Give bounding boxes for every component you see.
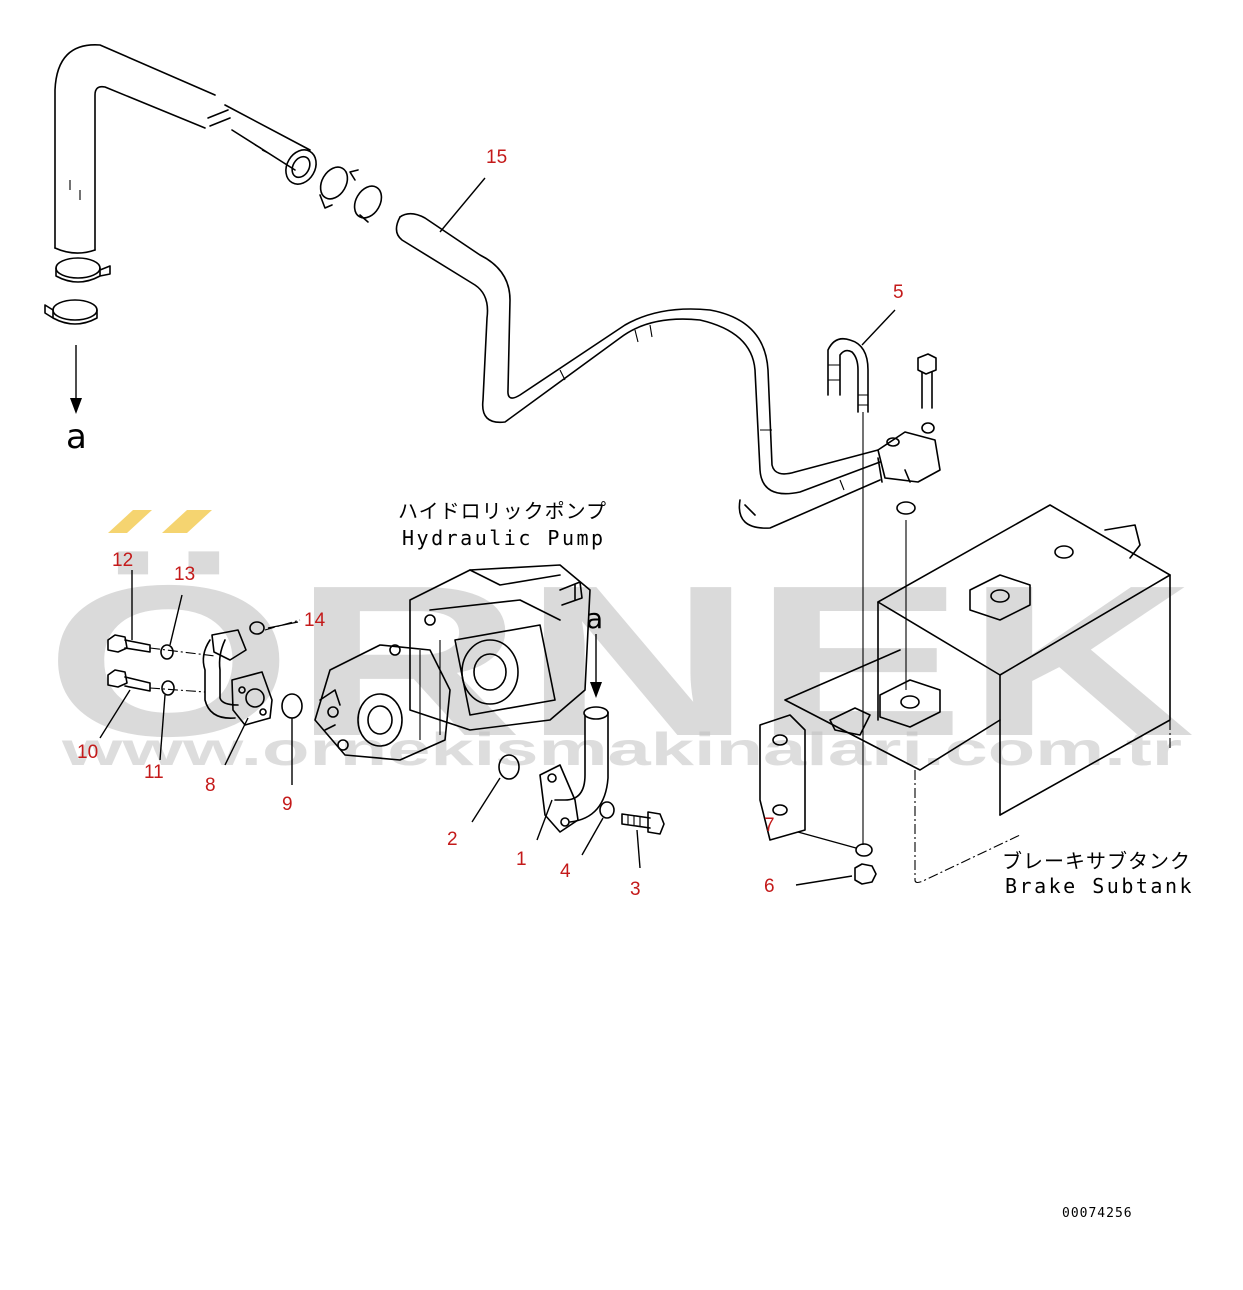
connection-arrow-pump: a xyxy=(586,602,603,698)
washer-11 xyxy=(161,680,175,696)
connection-letter-pump: a xyxy=(586,602,603,635)
elbow-flange-1 xyxy=(539,706,609,833)
callout-12: 12 xyxy=(112,550,133,571)
watermark-url: www.ornekismakinalari.com.tr xyxy=(60,723,1182,775)
callout-11: 11 xyxy=(144,762,164,783)
bolt-3 xyxy=(621,811,665,835)
connection-letter-left: a xyxy=(66,417,87,457)
washer-7 xyxy=(855,843,873,857)
watermark-accent-left xyxy=(108,510,152,533)
callout-2: 2 xyxy=(447,829,458,850)
hydraulic-pump-label-en: Hydraulic Pump xyxy=(402,526,606,550)
callout-7: 7 xyxy=(764,815,775,836)
washer-4 xyxy=(599,801,615,819)
callout-9: 9 xyxy=(282,794,293,815)
nut-6 xyxy=(854,863,877,885)
brake-subtank-label-jp: ブレーキサブタンク xyxy=(1002,849,1191,873)
hydraulic-pump xyxy=(314,564,591,761)
callout-5: 5 xyxy=(893,282,904,303)
connection-arrow-left: a xyxy=(66,345,87,457)
u-bolt-5 xyxy=(827,337,869,413)
callout-10: 10 xyxy=(77,742,98,763)
brake-subtank xyxy=(759,504,1171,884)
callout-labels: 15 5 12 13 14 10 11 8 9 2 1 4 3 7 6 xyxy=(77,147,904,900)
o-ring-2 xyxy=(498,754,520,780)
callout-15: 15 xyxy=(486,147,507,168)
leader-lines xyxy=(99,177,896,886)
brake-subtank-label-en: Brake Subtank xyxy=(1005,874,1194,898)
bolt-10 xyxy=(107,669,151,692)
elbow-flange-8 xyxy=(202,629,273,726)
callout-1: 1 xyxy=(516,849,527,870)
callout-13: 13 xyxy=(174,564,195,585)
washer-13 xyxy=(160,644,174,660)
callout-6: 6 xyxy=(764,876,775,897)
watermark: ÖRNEK www.ornekismakinalari.com.tr xyxy=(45,510,1195,781)
drawing-number: 00074256 xyxy=(1062,1206,1133,1221)
callout-4: 4 xyxy=(560,861,571,882)
watermark-accent-right xyxy=(162,510,212,533)
tank-flange-bolt xyxy=(877,353,941,690)
hydraulic-pump-label-jp: ハイドロリックポンプ xyxy=(398,499,607,523)
bolt-12 xyxy=(107,634,151,653)
callout-8: 8 xyxy=(205,775,216,796)
o-ring-14 xyxy=(249,621,265,635)
callout-14: 14 xyxy=(304,610,326,631)
callout-3: 3 xyxy=(630,879,641,900)
suction-hose xyxy=(44,44,881,529)
